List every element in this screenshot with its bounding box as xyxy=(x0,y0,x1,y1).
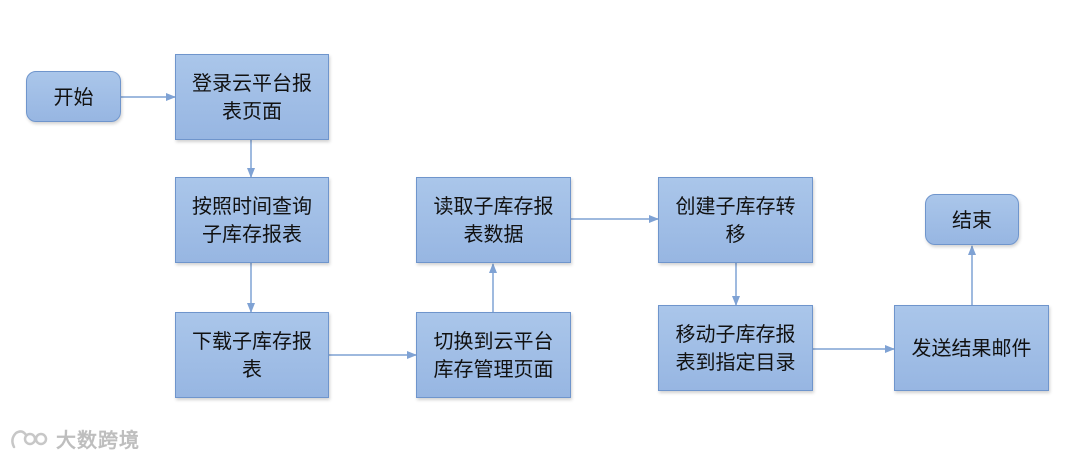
login-label-line2: 表页面 xyxy=(222,99,282,123)
read-label-line2: 表数据 xyxy=(463,222,524,246)
query-label-line1: 按照时间查询 xyxy=(192,194,312,218)
move-label-line1: 移动子库存报 xyxy=(675,322,796,346)
switch-label-line2: 库存管理页面 xyxy=(433,357,554,381)
end-label: 结束 xyxy=(952,207,992,232)
end-node: 结束 xyxy=(925,194,1019,245)
read-node: 读取子库存报 表数据 xyxy=(416,177,571,263)
create-label-line2: 移 xyxy=(725,222,746,246)
read-label-line1: 读取子库存报 xyxy=(433,194,554,218)
query-node: 按照时间查询 子库存报表 xyxy=(175,177,329,263)
create-node: 创建子库存转 移 xyxy=(658,177,813,263)
switch-node: 切换到云平台 库存管理页面 xyxy=(416,312,571,398)
start-label: 开始 xyxy=(53,84,94,109)
email-node: 发送结果邮件 xyxy=(894,305,1049,391)
email-label: 发送结果邮件 xyxy=(911,336,1032,360)
download-label-line1: 下载子库存报 xyxy=(192,329,312,353)
query-label-line2: 子库存报表 xyxy=(202,222,302,246)
watermark-text: 大数跨境 xyxy=(56,428,140,452)
download-label-line2: 表 xyxy=(242,357,262,381)
create-label-line1: 创建子库存转 xyxy=(675,194,796,218)
brand-logo-icon xyxy=(11,429,48,448)
login-node: 登录云平台报 表页面 xyxy=(175,54,329,140)
download-node: 下载子库存报 表 xyxy=(175,312,329,398)
move-label-line2: 表到指定目录 xyxy=(675,350,796,374)
move-node: 移动子库存报 表到指定目录 xyxy=(658,305,813,391)
login-label-line1: 登录云平台报 xyxy=(192,71,312,95)
switch-label-line1: 切换到云平台 xyxy=(433,329,554,353)
watermark: 大数跨境 xyxy=(8,424,140,453)
start-node: 开始 xyxy=(26,71,121,122)
